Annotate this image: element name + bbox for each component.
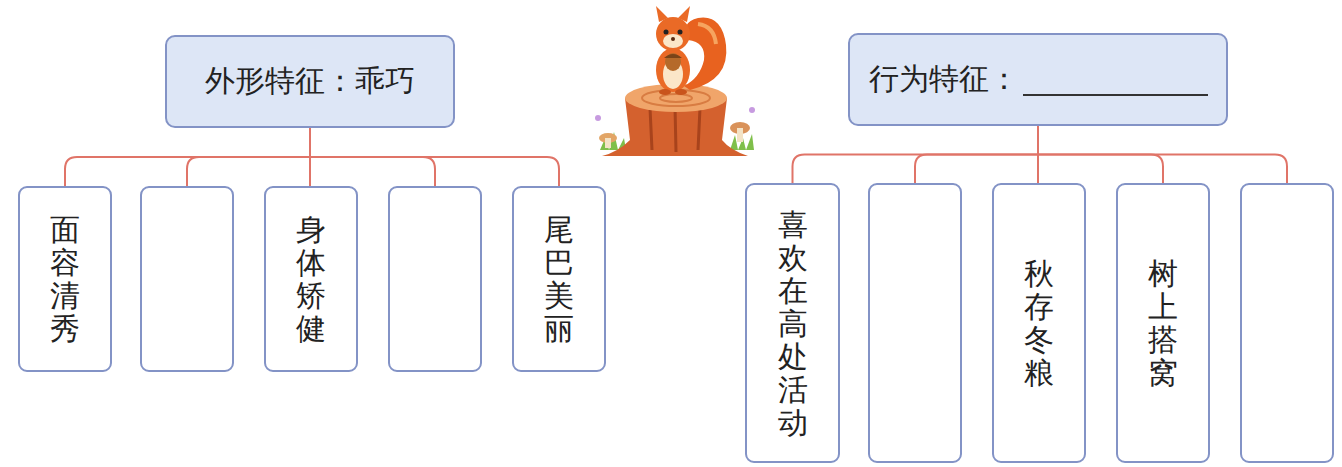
category-box: 外形特征：乖巧 bbox=[165, 35, 455, 128]
feature-box: 面容清秀 bbox=[18, 186, 112, 372]
feature-box: 秋存冬粮 bbox=[992, 183, 1086, 463]
category-label: 外形特征：乖巧 bbox=[205, 61, 415, 102]
tree-connector bbox=[793, 126, 1039, 183]
squirrel-illustration bbox=[580, 0, 770, 170]
category-box: 行为特征： bbox=[848, 33, 1228, 126]
feature-label: 喜欢在高处活动 bbox=[778, 208, 808, 439]
tree-connector bbox=[65, 128, 310, 186]
tree-connector bbox=[187, 128, 310, 186]
feature-box bbox=[388, 186, 482, 372]
tree-connector bbox=[1038, 126, 1287, 183]
feature-box: 喜欢在高处活动 bbox=[745, 183, 840, 463]
feature-label: 尾巴美丽 bbox=[544, 213, 574, 345]
answer-blank bbox=[1023, 64, 1208, 96]
category-label: 行为特征： bbox=[869, 59, 1019, 100]
feature-box bbox=[868, 183, 962, 463]
tree-connector bbox=[915, 126, 1038, 183]
feature-box: 身体矫健 bbox=[264, 186, 358, 372]
feature-label: 树上搭窝 bbox=[1148, 257, 1178, 389]
tree-connector bbox=[310, 128, 559, 186]
feature-box: 树上搭窝 bbox=[1116, 183, 1210, 463]
feature-label: 身体矫健 bbox=[296, 213, 326, 345]
feature-label: 秋存冬粮 bbox=[1024, 257, 1054, 389]
feature-box bbox=[140, 186, 234, 372]
feature-label: 面容清秀 bbox=[50, 213, 80, 345]
feature-box bbox=[1240, 183, 1334, 463]
feature-box: 尾巴美丽 bbox=[512, 186, 606, 372]
